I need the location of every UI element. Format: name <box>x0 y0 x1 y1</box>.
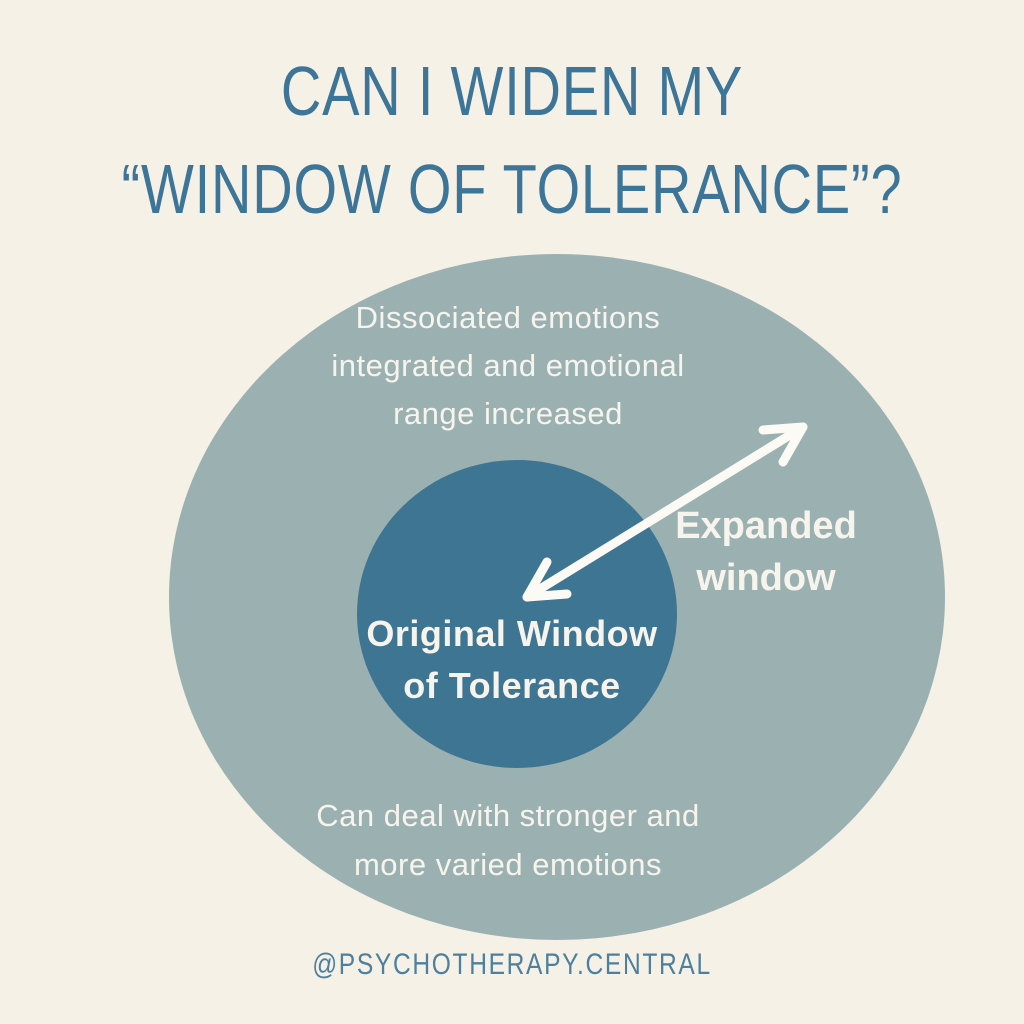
original-window-label: Original Window of Tolerance <box>366 613 658 706</box>
expanded-window-label: Expanded window <box>675 505 857 599</box>
original-window-circle <box>357 460 677 768</box>
title-line-1: CAN I WIDEN MY <box>280 52 744 130</box>
outer-circle-top-text: Dissociated emotions integrated and emot… <box>331 300 685 431</box>
outer-circle-bottom-text: Can deal with stronger and more varied e… <box>316 798 700 882</box>
title-line-2: “WINDOW OF TOLERANCE”? <box>121 150 903 228</box>
page-title: CAN I WIDEN MY “WINDOW OF TOLERANCE”? <box>0 42 1024 238</box>
expansion-arrow-icon <box>522 422 808 602</box>
social-handle: @PSYCHOTHERAPY.CENTRAL <box>312 948 712 981</box>
